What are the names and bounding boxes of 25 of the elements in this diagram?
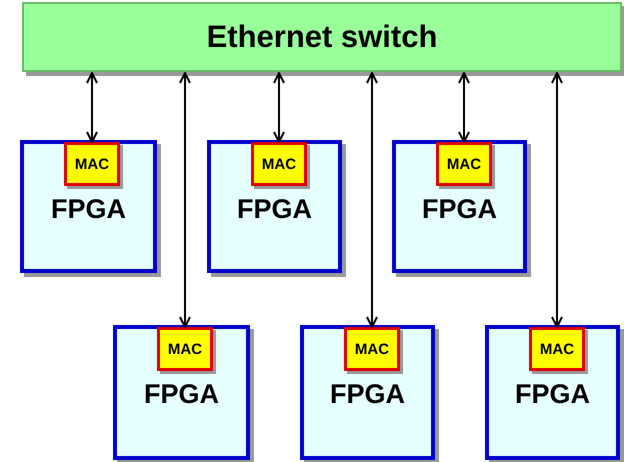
mac-label: MAC xyxy=(74,156,110,172)
fpga-label: FPGA xyxy=(514,379,591,410)
arrow xyxy=(551,72,563,328)
mac-label: MAC xyxy=(354,340,390,358)
mac-label: MAC xyxy=(540,340,574,358)
fpga-label: FPGA xyxy=(142,379,220,410)
arrow xyxy=(366,72,378,328)
mac-label: MAC xyxy=(446,156,482,172)
mac-label: MAC xyxy=(168,340,202,358)
mac-box xyxy=(529,327,585,371)
mac-box xyxy=(157,327,213,371)
mac-box xyxy=(64,142,120,186)
fpga-label: FPGA xyxy=(420,194,498,225)
switch-label: Ethernet switch xyxy=(206,19,438,55)
mac-box xyxy=(344,327,400,371)
arrow xyxy=(458,72,470,143)
arrow xyxy=(86,72,98,143)
arrow xyxy=(179,72,191,328)
mac-label: MAC xyxy=(262,156,296,172)
mac-box xyxy=(251,142,307,186)
mac-box xyxy=(436,142,492,186)
fpga-label: FPGA xyxy=(236,194,313,225)
fpga-label: FPGA xyxy=(50,194,127,225)
fpga-label: FPGA xyxy=(328,379,406,410)
arrow xyxy=(273,72,285,143)
